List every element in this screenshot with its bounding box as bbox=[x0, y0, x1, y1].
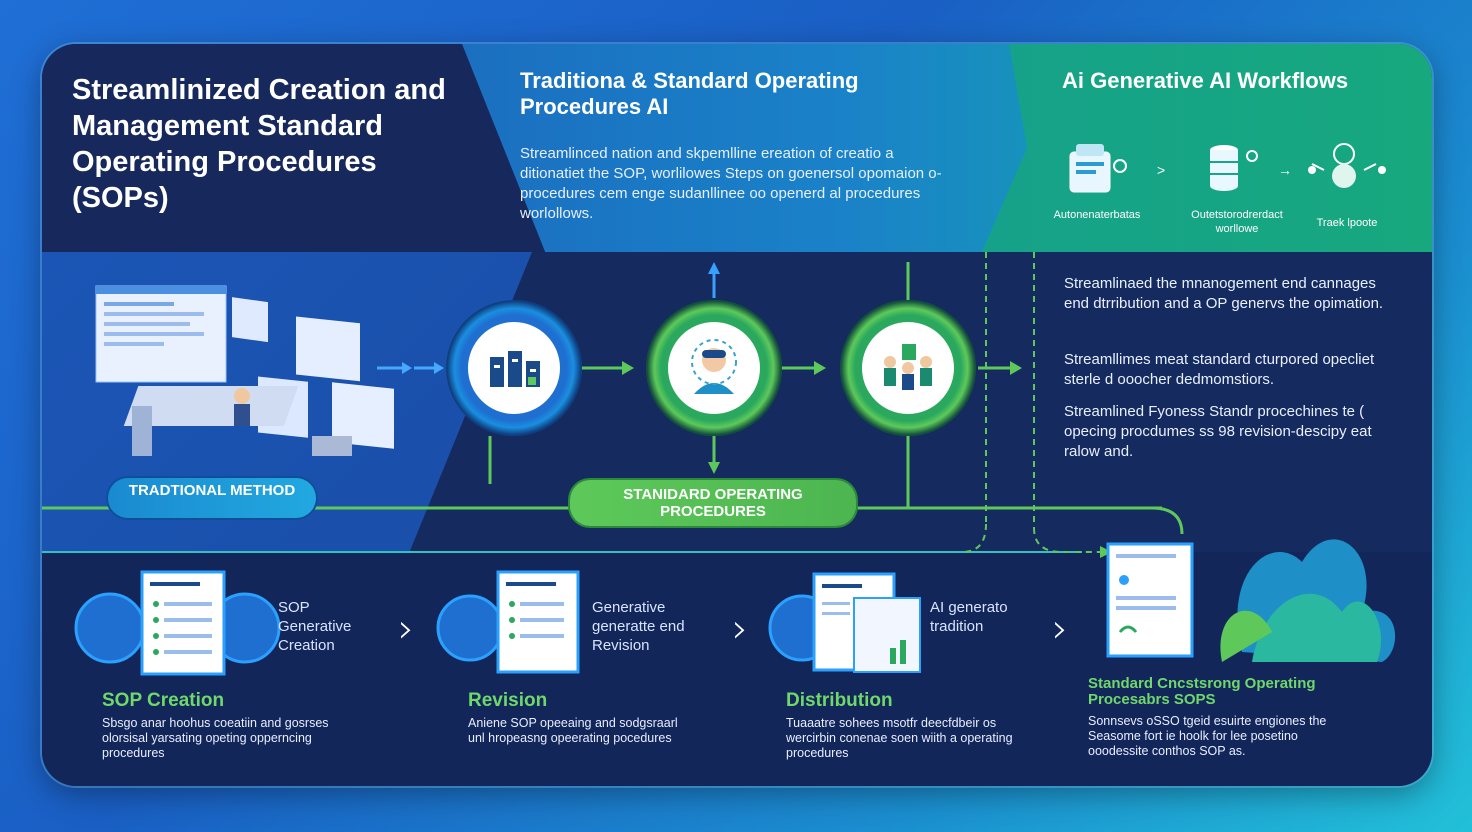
right-note-3: Streamlined Fyoness Standr procechines t… bbox=[1064, 403, 1372, 460]
database-icon bbox=[1210, 145, 1258, 191]
traditional-method-text: TRADTIONAL METHOD bbox=[128, 482, 296, 499]
revision-icon bbox=[436, 570, 580, 674]
arrow-right-icon: > bbox=[1157, 162, 1166, 178]
traditional-office-illustration bbox=[95, 285, 394, 456]
step-3-desc: Tuaaatre sohees msotfr deecfdbeir os wer… bbox=[786, 716, 1013, 760]
final-sop-illustration bbox=[1106, 539, 1396, 662]
ai-assistant-node bbox=[646, 300, 782, 436]
mid-header-body: Streamlinced nation and skpemlline ereat… bbox=[520, 145, 942, 222]
step-1-side-text: SOP Generative Creation bbox=[278, 599, 352, 654]
workflow-label-2: Outetstorodrerdact worllowe bbox=[1191, 209, 1283, 235]
right-note-2: Streamllimes meat standard cturpored ope… bbox=[1064, 351, 1375, 388]
workflow-label-1: Autonenaterbatas bbox=[1053, 209, 1141, 221]
traditional-method-label: TRADTIONAL METHOD bbox=[108, 478, 316, 518]
step-4-title: Standard Cncstsrong Operating Procesabrs… bbox=[1088, 675, 1316, 708]
step-2-title: Revision bbox=[468, 690, 548, 711]
header-mid-band bbox=[462, 44, 1102, 252]
step-1-title: SOP Creation bbox=[102, 690, 225, 711]
right-note-1: Streamlinaed the mnanogement end cannage… bbox=[1064, 275, 1384, 312]
chevron-right-icon: › bbox=[1052, 606, 1068, 652]
tracking-icon bbox=[1308, 143, 1386, 188]
team-collaboration-node bbox=[840, 300, 976, 436]
ai-person-icon bbox=[691, 339, 737, 394]
mid-header-title: Traditiona & Standard Operating Procedur… bbox=[520, 68, 859, 119]
sop-label: STANIDARD OPERATING PROCEDURES bbox=[570, 480, 856, 526]
traditional-process-node bbox=[446, 300, 582, 436]
step-3-side-text: AI generato tradition bbox=[930, 599, 1008, 635]
chevron-right-icon: › bbox=[732, 606, 748, 652]
step-2-desc: Aniene SOP opeeaing and sodgsraarl unl h… bbox=[468, 716, 678, 745]
chevron-right-icon: › bbox=[398, 606, 414, 652]
arrow-right-icon: → bbox=[1278, 162, 1292, 178]
automation-workflow-icon bbox=[1069, 144, 1127, 193]
team-icon bbox=[884, 344, 932, 390]
header-left-band bbox=[42, 44, 562, 252]
step-2-side-text: Generative generatte end Revision bbox=[592, 599, 685, 654]
step-1-desc: Sbsgo anar hoohus coeatiin and gosrses o… bbox=[102, 716, 329, 760]
sop-label-text: STANIDARD OPERATING PROCEDURES bbox=[623, 486, 803, 520]
infographic-panel: Streamlinized Creation and Management St… bbox=[42, 44, 1432, 786]
workflow-label-3: Traek lpoote bbox=[1316, 217, 1378, 229]
sop-creation-icon bbox=[74, 570, 281, 676]
right-header-title: Ai Generative AI Workflows bbox=[1062, 68, 1349, 93]
step-4-desc: Sonnsevs oSSO tgeid esuirte engiones the… bbox=[1088, 714, 1327, 758]
page-title: Streamlinized Creation and Management St… bbox=[72, 74, 446, 214]
step-3-title: Distribution bbox=[786, 690, 893, 711]
documents-stack-icon bbox=[490, 351, 540, 387]
steps-section bbox=[42, 552, 1432, 786]
header-right-band bbox=[982, 44, 1432, 252]
distribution-icon bbox=[768, 572, 921, 673]
